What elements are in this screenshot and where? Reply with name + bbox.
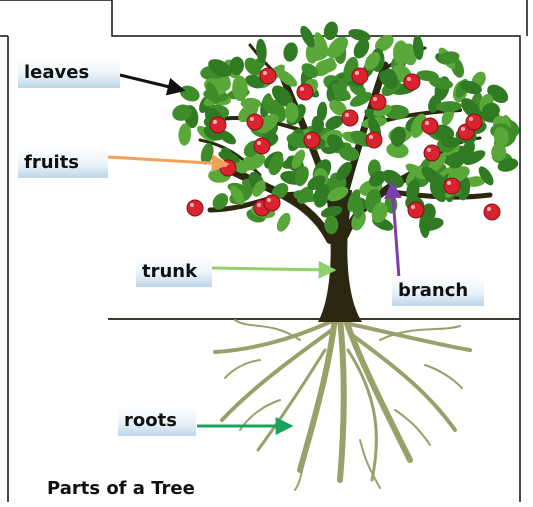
fruit-shape	[264, 195, 280, 211]
fruit-highlight	[487, 207, 491, 211]
fruit-shape	[424, 145, 440, 161]
fruit-shape	[366, 132, 382, 148]
fruit-shape	[210, 117, 226, 133]
diagram-caption: Parts of a Tree	[47, 478, 195, 499]
fruit-highlight	[213, 120, 217, 124]
fruit-shape	[404, 74, 420, 90]
leaf-shape	[274, 211, 293, 234]
fruit-shape	[254, 138, 270, 154]
fruit-shape	[444, 178, 460, 194]
fruit-shape	[297, 84, 313, 100]
fruit-shape	[422, 118, 438, 134]
fruit-highlight	[300, 87, 304, 91]
fruit-highlight	[263, 71, 267, 75]
fruit-shape	[484, 204, 500, 220]
trunk-arrow	[212, 268, 333, 270]
fruit-shape	[187, 200, 203, 216]
fruit-highlight	[447, 181, 451, 185]
fruit-shape	[352, 68, 368, 84]
fruit-highlight	[411, 205, 415, 209]
fruit-highlight	[461, 127, 465, 131]
fruit-highlight	[369, 135, 373, 139]
branch-arrow	[392, 184, 399, 278]
fruit-highlight	[355, 71, 359, 75]
fruit-shape	[466, 114, 482, 130]
leaf-shape	[324, 216, 338, 235]
fruit-highlight	[257, 203, 261, 207]
fruit-shape	[342, 110, 358, 126]
fruit-highlight	[267, 198, 271, 202]
label-branch: branch	[392, 276, 484, 306]
roots-illustration	[215, 318, 470, 490]
fruit-shape	[370, 94, 386, 110]
label-fruits: fruits	[18, 148, 108, 178]
fruit-highlight	[425, 121, 429, 125]
fruit-highlight	[307, 135, 311, 139]
label-roots: roots	[118, 406, 196, 436]
fruit-highlight	[427, 148, 431, 152]
label-leaves: leaves	[18, 58, 120, 88]
leaf-shape	[393, 40, 409, 65]
fruit-highlight	[345, 113, 349, 117]
fruit-shape	[247, 114, 263, 130]
fruit-highlight	[373, 97, 377, 101]
label-trunk: trunk	[136, 257, 212, 287]
leaf-shape	[177, 82, 202, 104]
leaf-shape	[282, 41, 300, 63]
fruit-highlight	[407, 77, 411, 81]
fruit-shape	[408, 202, 424, 218]
fruit-highlight	[469, 117, 473, 121]
fruit-highlight	[257, 141, 261, 145]
leaves-arrow	[120, 75, 182, 90]
fruit-highlight	[250, 117, 254, 121]
fruit-shape	[260, 68, 276, 84]
fruit-highlight	[190, 203, 194, 207]
fruit-shape	[304, 132, 320, 148]
